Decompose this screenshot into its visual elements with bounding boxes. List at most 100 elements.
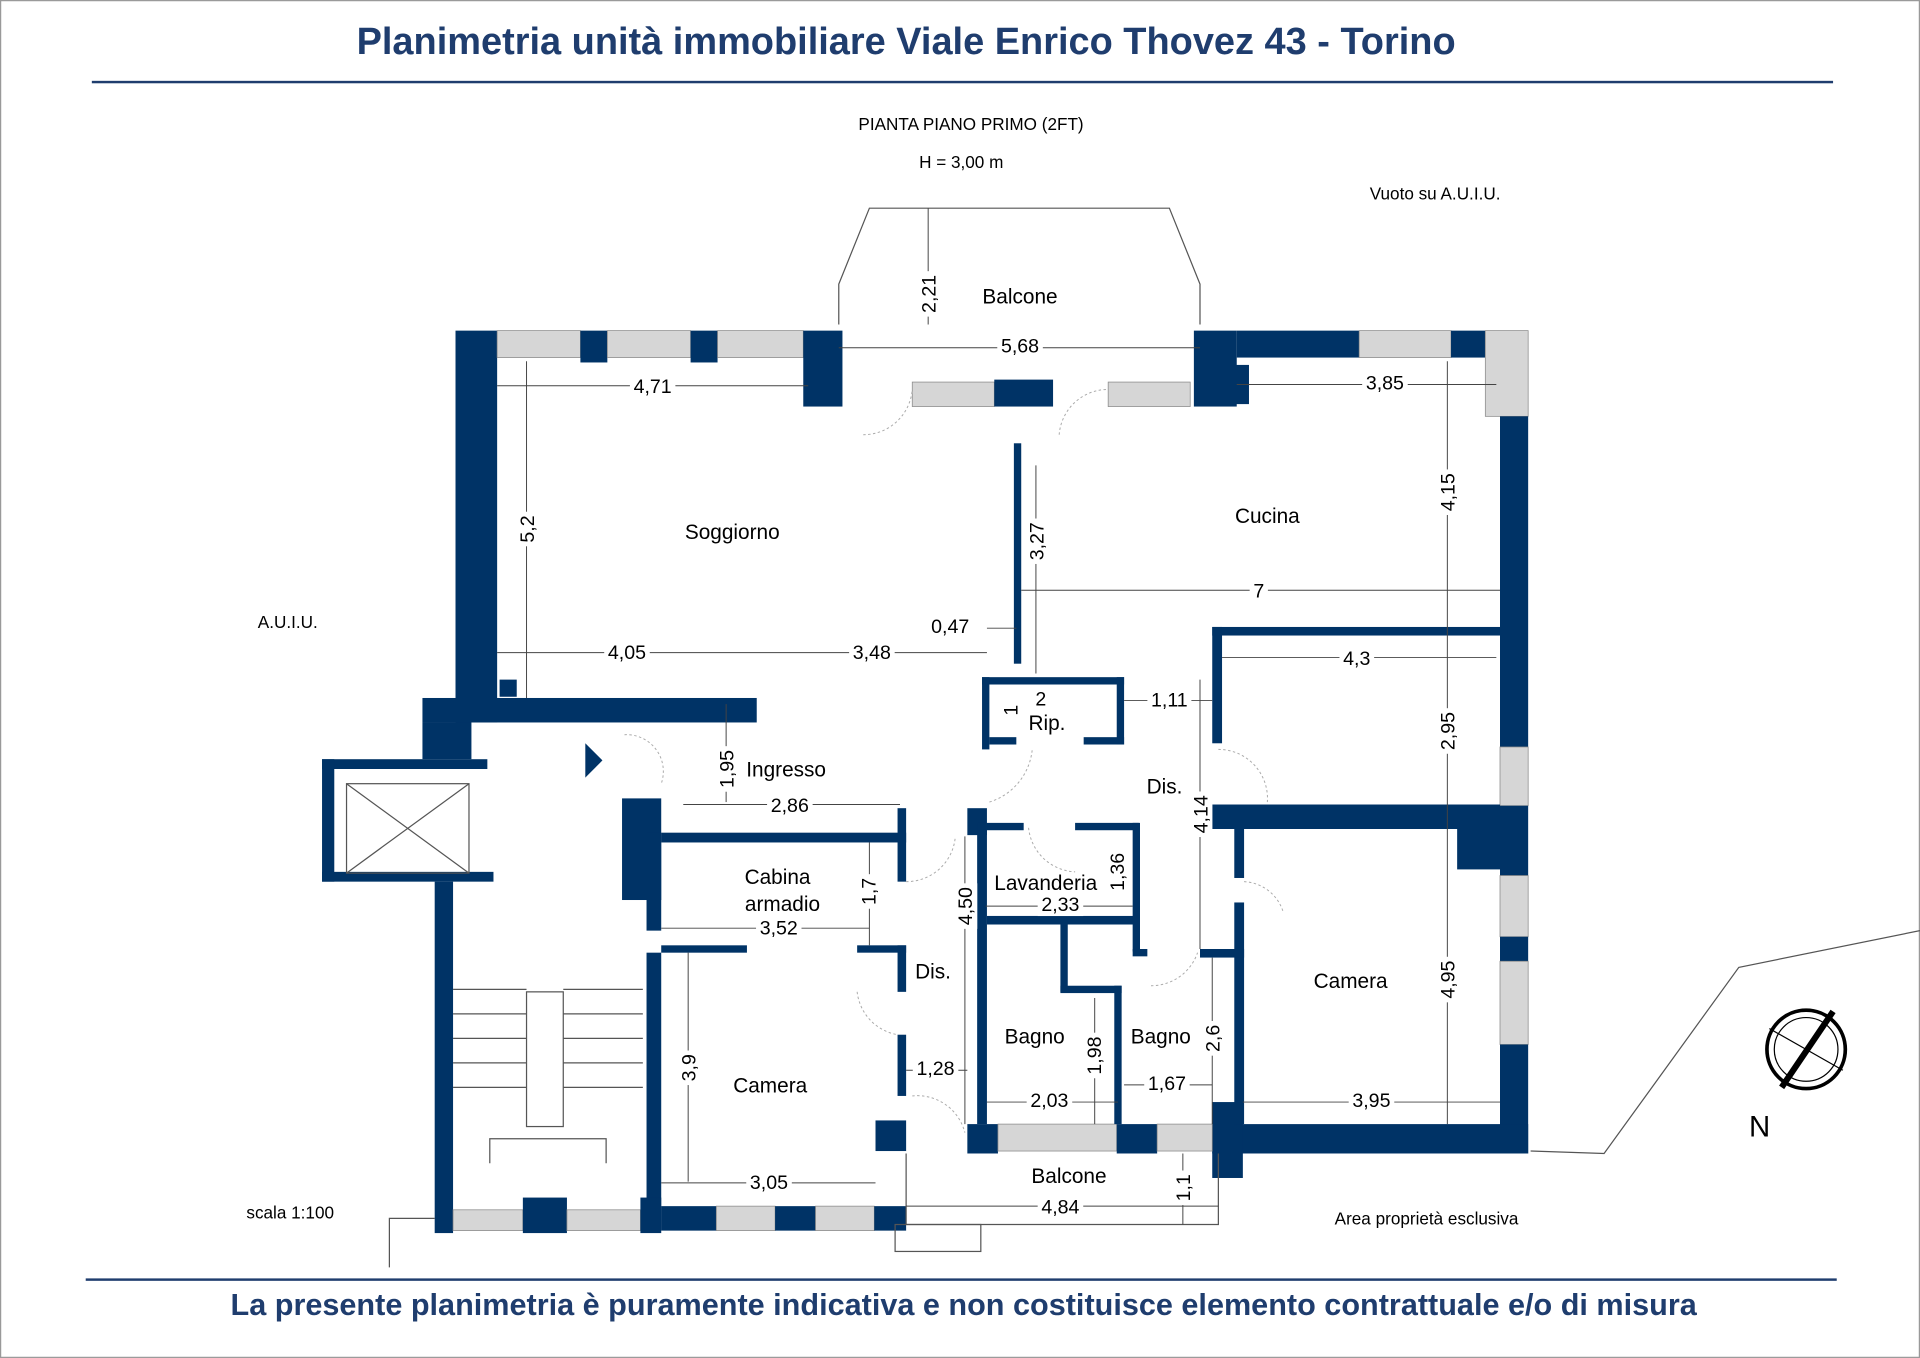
room-balcone-top: Balcone: [982, 286, 1057, 309]
dim-label: 1,28: [916, 1058, 954, 1080]
dim-label-bg: [1249, 580, 1268, 603]
dim-label-bg: [918, 271, 941, 317]
dim-label: 4,71: [634, 376, 672, 398]
dim-label: 3,52: [760, 917, 798, 939]
title-rule: [91, 80, 1834, 84]
dim-label-bg: [516, 511, 539, 547]
dim-label-bg: [1437, 956, 1460, 1003]
dim-label-bg: [997, 335, 1043, 358]
dim-label-bg: [1348, 1089, 1395, 1112]
dim-label: 2,33: [1041, 894, 1079, 916]
room-cucina: Cucina: [1235, 505, 1300, 528]
dim-label: 1,36: [1107, 853, 1129, 891]
plan-level: PIANTA PIANO PRIMO (2FT): [858, 114, 1083, 134]
dim-label-bg: [1037, 894, 1084, 917]
dim-label: 4,05: [608, 642, 646, 664]
room-camera-left: Camera: [733, 1074, 807, 1097]
note-vuoto: Vuoto su A.U.I.U.: [1370, 184, 1501, 204]
dim-label-bg: [678, 1050, 701, 1086]
dim-label: 1,11: [1151, 690, 1188, 712]
room-lavanderia: Lavanderia: [994, 872, 1097, 895]
dim-label: 3,85: [1366, 372, 1404, 394]
dim-label-bg: [849, 641, 895, 664]
room-disimpegno-1: Dis.: [1147, 775, 1183, 798]
dim-label: 2,86: [771, 795, 809, 817]
dim-label: 4,50: [955, 887, 977, 925]
dim-label-bg: [1362, 372, 1408, 395]
dimension-labels: 2,21 5,68 4,71 3,85 5,2 3,27 4,15 7 0,47…: [516, 271, 1460, 1219]
room-balcone-bottom: Balcone: [1031, 1165, 1106, 1188]
plan-title: Planimetria unità immobiliare Viale Enri…: [357, 21, 1456, 63]
dim-label: 4,84: [1041, 1196, 1079, 1218]
dim-label-bg: [1202, 1020, 1225, 1056]
dim-label: 1,98: [1084, 1036, 1106, 1074]
dim-label: 5,68: [1001, 336, 1039, 358]
dim-label-bg: [1083, 1032, 1106, 1079]
dim-label: 2,95: [1438, 712, 1460, 750]
room-soggiorno: Soggiorno: [685, 521, 780, 544]
dim-label-bg: [912, 1058, 959, 1081]
dim-label: 4,15: [1438, 473, 1460, 511]
dim-label-bg: [927, 616, 973, 639]
dim-label-bg: [858, 874, 881, 909]
dim-label-bg: [1437, 469, 1460, 515]
footer-rule: [85, 1278, 1837, 1281]
dim-label: 1,7: [859, 878, 881, 905]
outlines: [345, 207, 1920, 1268]
dim-label-bg: [1147, 689, 1192, 712]
dim-label-bg: [1026, 518, 1049, 564]
dim-label: 2,6: [1203, 1025, 1225, 1052]
dim-label: 2,03: [1030, 1090, 1068, 1112]
dim-label: 2: [1035, 688, 1046, 710]
dim-label: 3,27: [1026, 522, 1048, 560]
north-compass-icon: [1765, 1008, 1848, 1091]
dim-label: 1,67: [1148, 1073, 1186, 1095]
dim-label-bg: [746, 1172, 792, 1194]
dim-label-bg: [1173, 1170, 1196, 1206]
dim-label-bg: [1144, 1072, 1190, 1095]
dim-label: 2,21: [919, 275, 941, 313]
dim-label: 0,47: [931, 616, 969, 638]
room-labels: Balcone Soggiorno Cucina Rip. Ingresso D…: [685, 286, 1388, 1188]
room-camera-right: Camera: [1314, 970, 1388, 993]
dim-label: 3,05: [750, 1172, 788, 1194]
plan-height: H = 3,00 m: [919, 152, 1003, 172]
dim-label: 1: [1001, 705, 1023, 716]
dim-label-bg: [1031, 688, 1050, 711]
dim-label: 4,14: [1190, 795, 1212, 833]
dim-label: 4,95: [1438, 960, 1460, 998]
dim-label-bg: [1190, 791, 1213, 838]
room-bagno-1: Bagno: [1005, 1025, 1065, 1048]
dim-label: 3,48: [853, 642, 891, 664]
dim-label: 7: [1253, 581, 1264, 603]
scale-label: scala 1:100: [246, 1202, 334, 1222]
walls: [322, 330, 1529, 1234]
dim-label: 3,9: [679, 1054, 701, 1081]
dim-label: 3,95: [1352, 1090, 1390, 1112]
dim-label: 1,95: [716, 750, 738, 788]
dim-label-bg: [604, 641, 650, 664]
dim-label: 4,3: [1343, 648, 1370, 670]
dim-label-bg: [1437, 708, 1460, 754]
room-disimpegno-2: Dis.: [915, 960, 951, 983]
dim-label: 5,2: [517, 515, 539, 542]
dim-label-bg: [1107, 849, 1130, 895]
dim-label: 1,1: [1173, 1174, 1195, 1201]
room-bagno-2: Bagno: [1131, 1025, 1191, 1048]
dim-label-bg: [1000, 701, 1023, 720]
dim-label-bg: [767, 794, 813, 817]
dim-label-bg: [1339, 647, 1375, 670]
room-armadio: armadio: [745, 893, 820, 916]
note-auiu: A.U.I.U.: [258, 612, 318, 632]
dim-label-bg: [629, 376, 676, 399]
dim-label-bg: [716, 746, 739, 792]
dim-label-bg: [1037, 1196, 1084, 1219]
room-ingresso: Ingresso: [746, 758, 826, 781]
room-cabina: Cabina: [745, 866, 811, 889]
dim-label-bg: [955, 883, 978, 929]
dim-label-bg: [756, 917, 802, 940]
north-label: N: [1749, 1110, 1770, 1143]
